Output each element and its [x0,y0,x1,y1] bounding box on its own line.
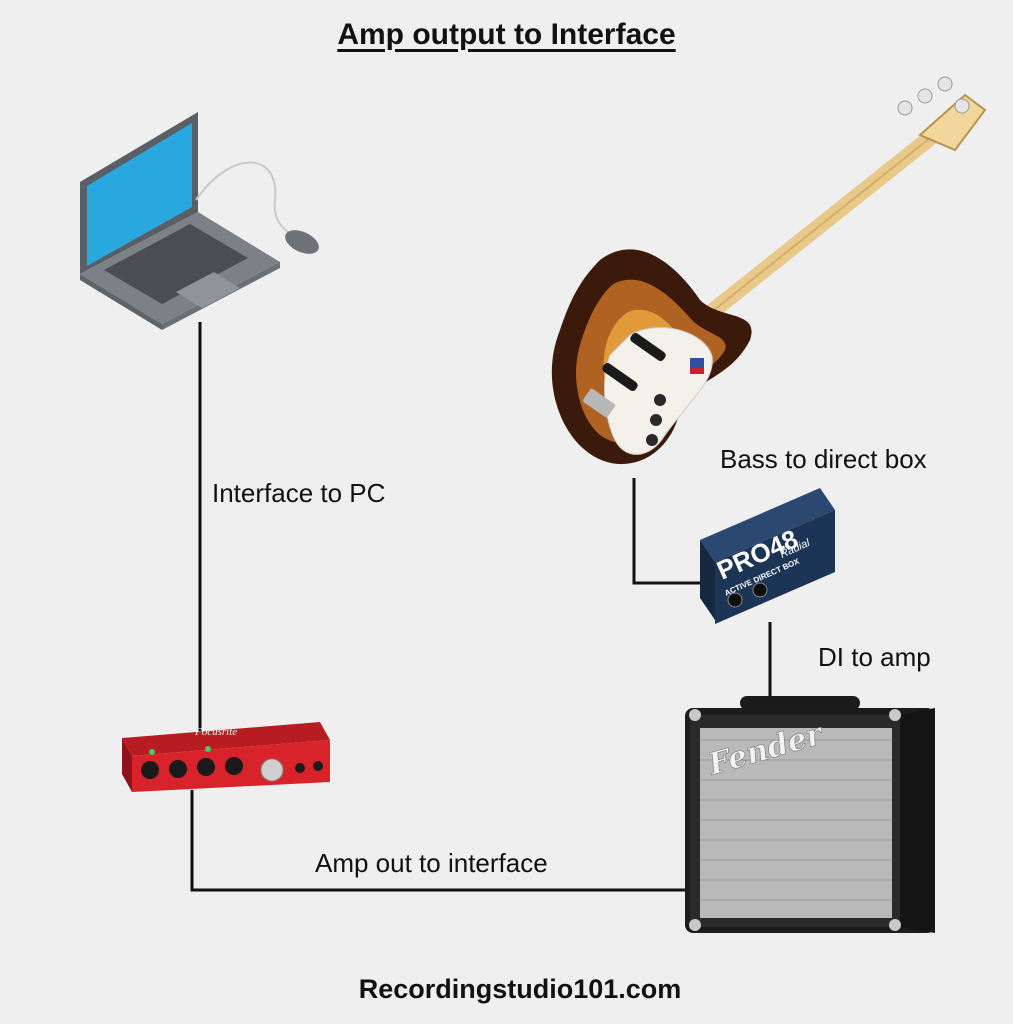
audio-interface-icon: Focusrite [122,722,330,792]
di-box-icon: PRO48 ACTIVE DIRECT BOX Radial [700,488,835,624]
footer-website: Recordingstudio101.com [358,974,682,1004]
interface-brand-text: Focusrite [194,726,237,738]
diagram-title: Amp output to Interface [337,18,676,51]
cable-bass-to-di [632,478,708,585]
label-amp-out-to-interface: Amp out to interface [315,848,548,878]
label-bass-to-direct-box: Bass to direct box [720,444,927,474]
label-interface-to-pc: Interface to PC [212,478,386,508]
amplifier-icon: Fender [685,696,935,933]
laptop-icon [80,112,319,330]
bass-guitar-icon [551,76,987,465]
cables [190,322,772,892]
cable-amp-to-interface [190,790,688,892]
label-di-to-amp: DI to amp [818,642,931,672]
